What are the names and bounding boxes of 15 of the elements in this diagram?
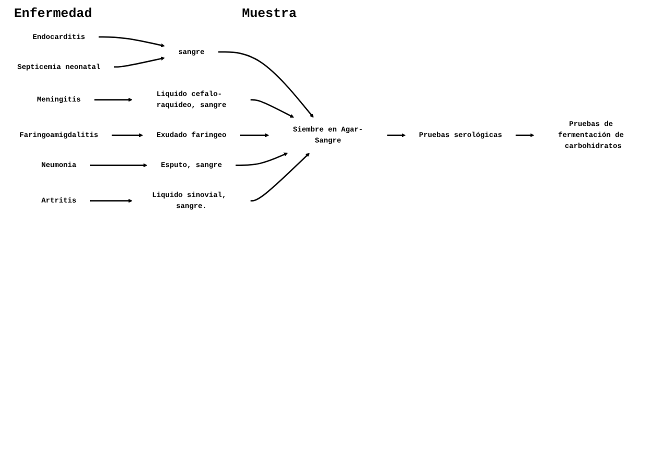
arrow	[90, 163, 148, 168]
column-heading: Enfermedad	[14, 6, 92, 21]
arrow	[516, 133, 534, 138]
arrow	[114, 56, 165, 68]
arrow	[112, 133, 143, 138]
arrow	[218, 51, 314, 118]
arrow	[98, 36, 165, 48]
arrow	[387, 133, 406, 138]
arrow	[90, 198, 132, 203]
column-heading: Muestra	[242, 6, 297, 21]
arrow	[250, 152, 310, 202]
arrow	[94, 98, 132, 102]
arrow	[250, 99, 294, 118]
arrow	[240, 133, 269, 138]
arrow	[236, 152, 288, 166]
